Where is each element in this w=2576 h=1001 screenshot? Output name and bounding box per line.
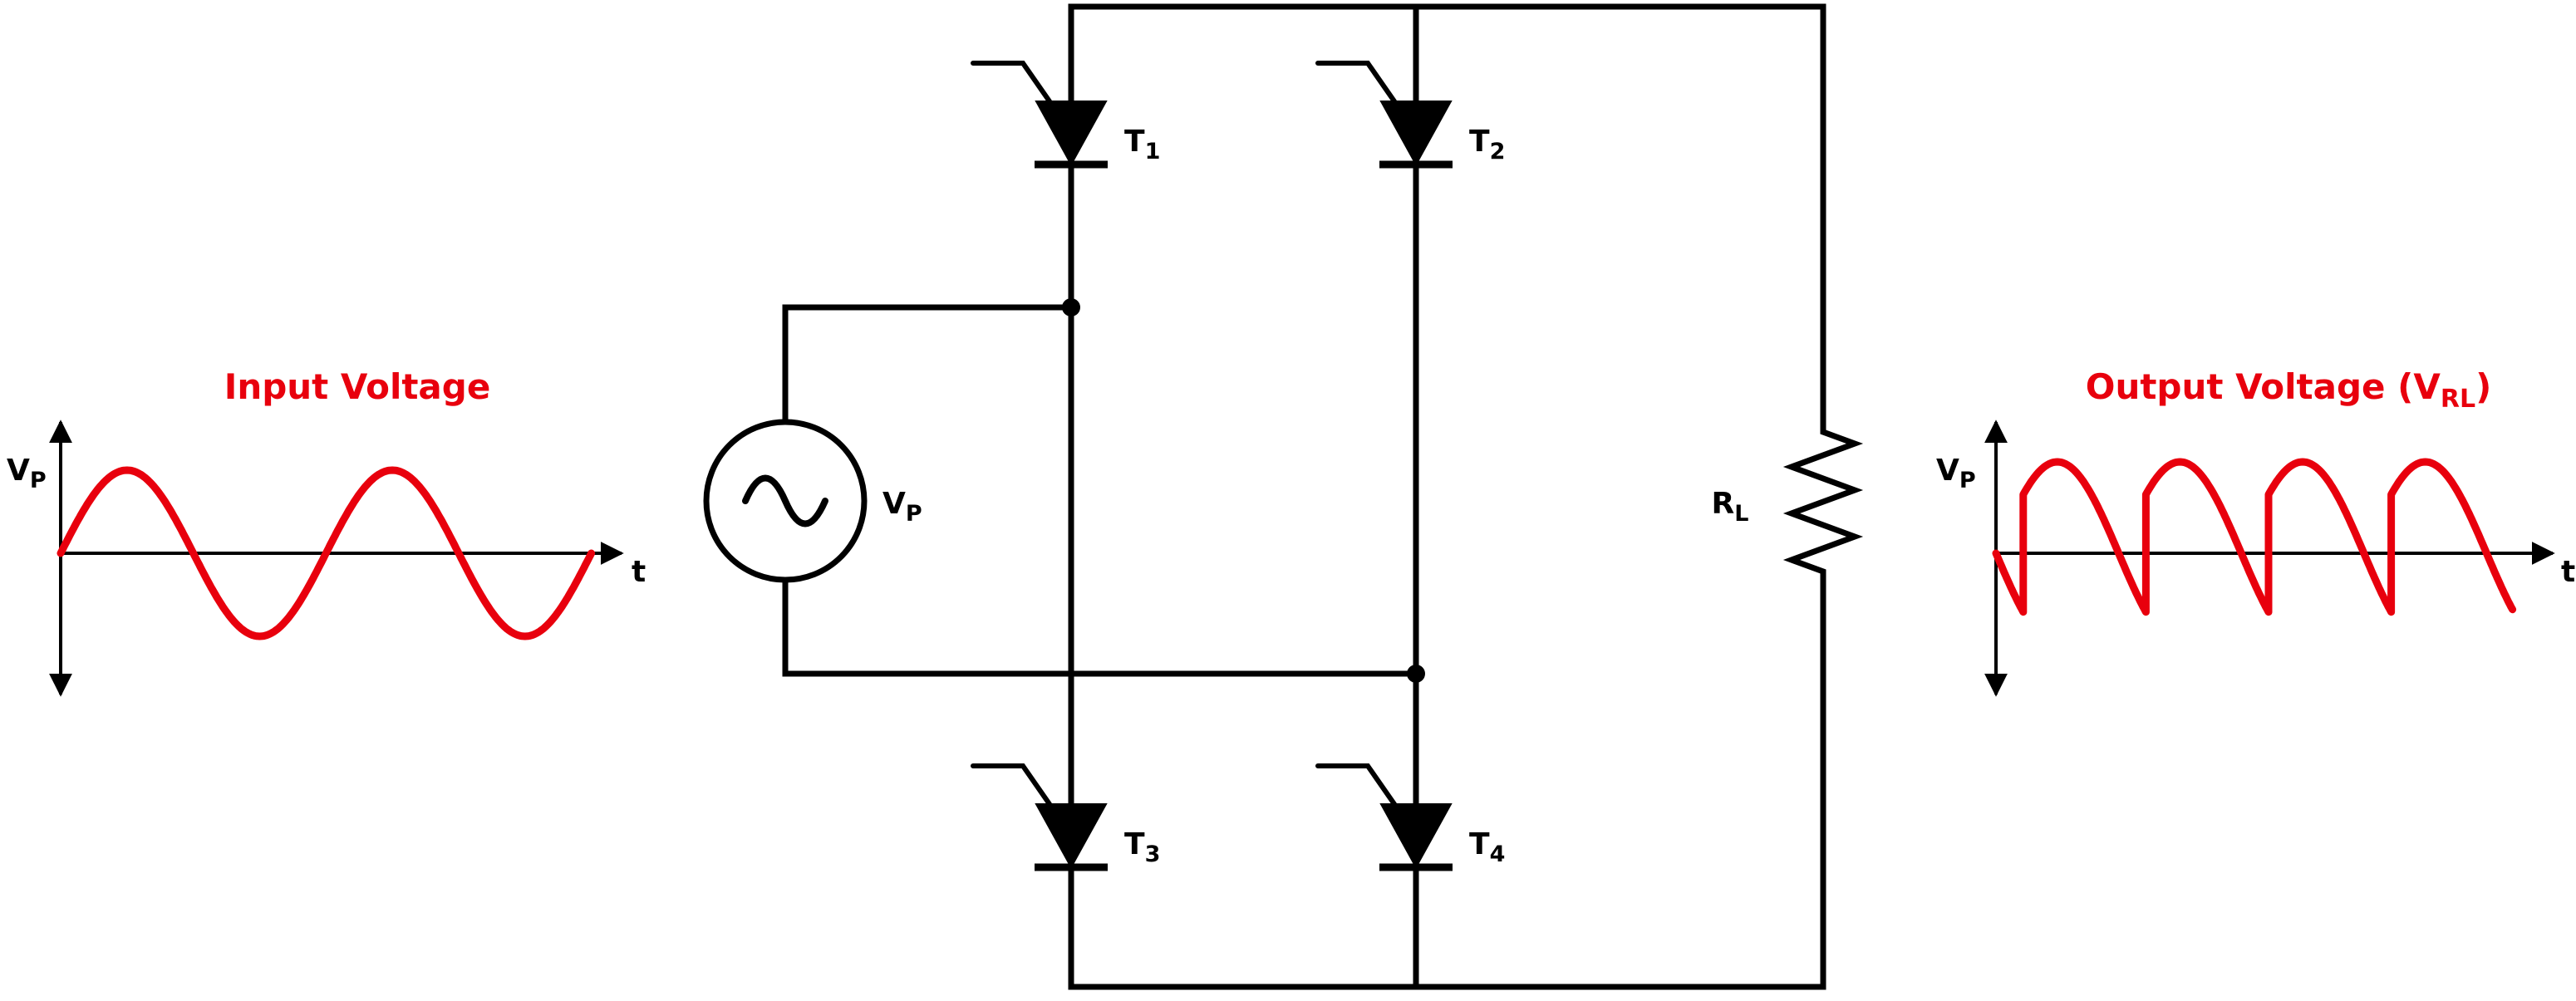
load-label: RL bbox=[1712, 487, 1749, 527]
t4-label: T4 bbox=[1469, 827, 1505, 867]
input-x-axis-label: t bbox=[632, 555, 646, 589]
source-bottom-wire bbox=[782, 577, 1419, 677]
input-voltage-plot: Input Voltage VP t bbox=[7, 366, 646, 697]
t4-anode-triangle-icon bbox=[1379, 803, 1453, 870]
thyristor-t3: T3 bbox=[971, 763, 1160, 871]
t1-label: T1 bbox=[1124, 125, 1160, 164]
rectifier-circuit: VP T1 T2 T3 T4 bbox=[703, 3, 1864, 990]
junction-dot-bottom bbox=[1407, 665, 1425, 683]
t2-anode-triangle-icon bbox=[1379, 101, 1453, 167]
input-y-axis-label: VP bbox=[7, 454, 47, 493]
output-rectified-waveform bbox=[1992, 458, 2517, 616]
t2-gate-icon bbox=[1315, 61, 1397, 104]
load-resistor: RL bbox=[1712, 424, 1864, 578]
input-plot-title: Input Voltage bbox=[224, 366, 491, 407]
junction-dot-top bbox=[1062, 298, 1080, 316]
thyristor-t2: T2 bbox=[1315, 61, 1505, 169]
ac-source: VP bbox=[703, 419, 922, 583]
output-x-axis-label: t bbox=[2561, 555, 2575, 589]
output-voltage-plot: Output Voltage (VRL) VP t bbox=[1936, 366, 2575, 697]
ac-sine-icon bbox=[742, 474, 828, 527]
output-plot-title: Output Voltage (VRL) bbox=[2086, 366, 2492, 414]
t3-anode-triangle-icon bbox=[1035, 803, 1108, 870]
source-top-wire bbox=[782, 304, 1074, 425]
resistor-zigzag-icon bbox=[1782, 424, 1864, 578]
thyristor-t1: T1 bbox=[971, 61, 1160, 169]
source-label: VP bbox=[882, 487, 922, 527]
t3-label: T3 bbox=[1124, 827, 1160, 867]
t4-gate-icon bbox=[1315, 763, 1397, 807]
t3-gate-icon bbox=[971, 763, 1052, 807]
t1-gate-icon bbox=[971, 61, 1052, 104]
output-y-axis-label: VP bbox=[1936, 454, 1976, 493]
t1-anode-triangle-icon bbox=[1035, 101, 1108, 167]
thyristor-t4: T4 bbox=[1315, 763, 1505, 871]
t2-label: T2 bbox=[1469, 125, 1505, 164]
input-sine-waveform bbox=[57, 466, 596, 640]
